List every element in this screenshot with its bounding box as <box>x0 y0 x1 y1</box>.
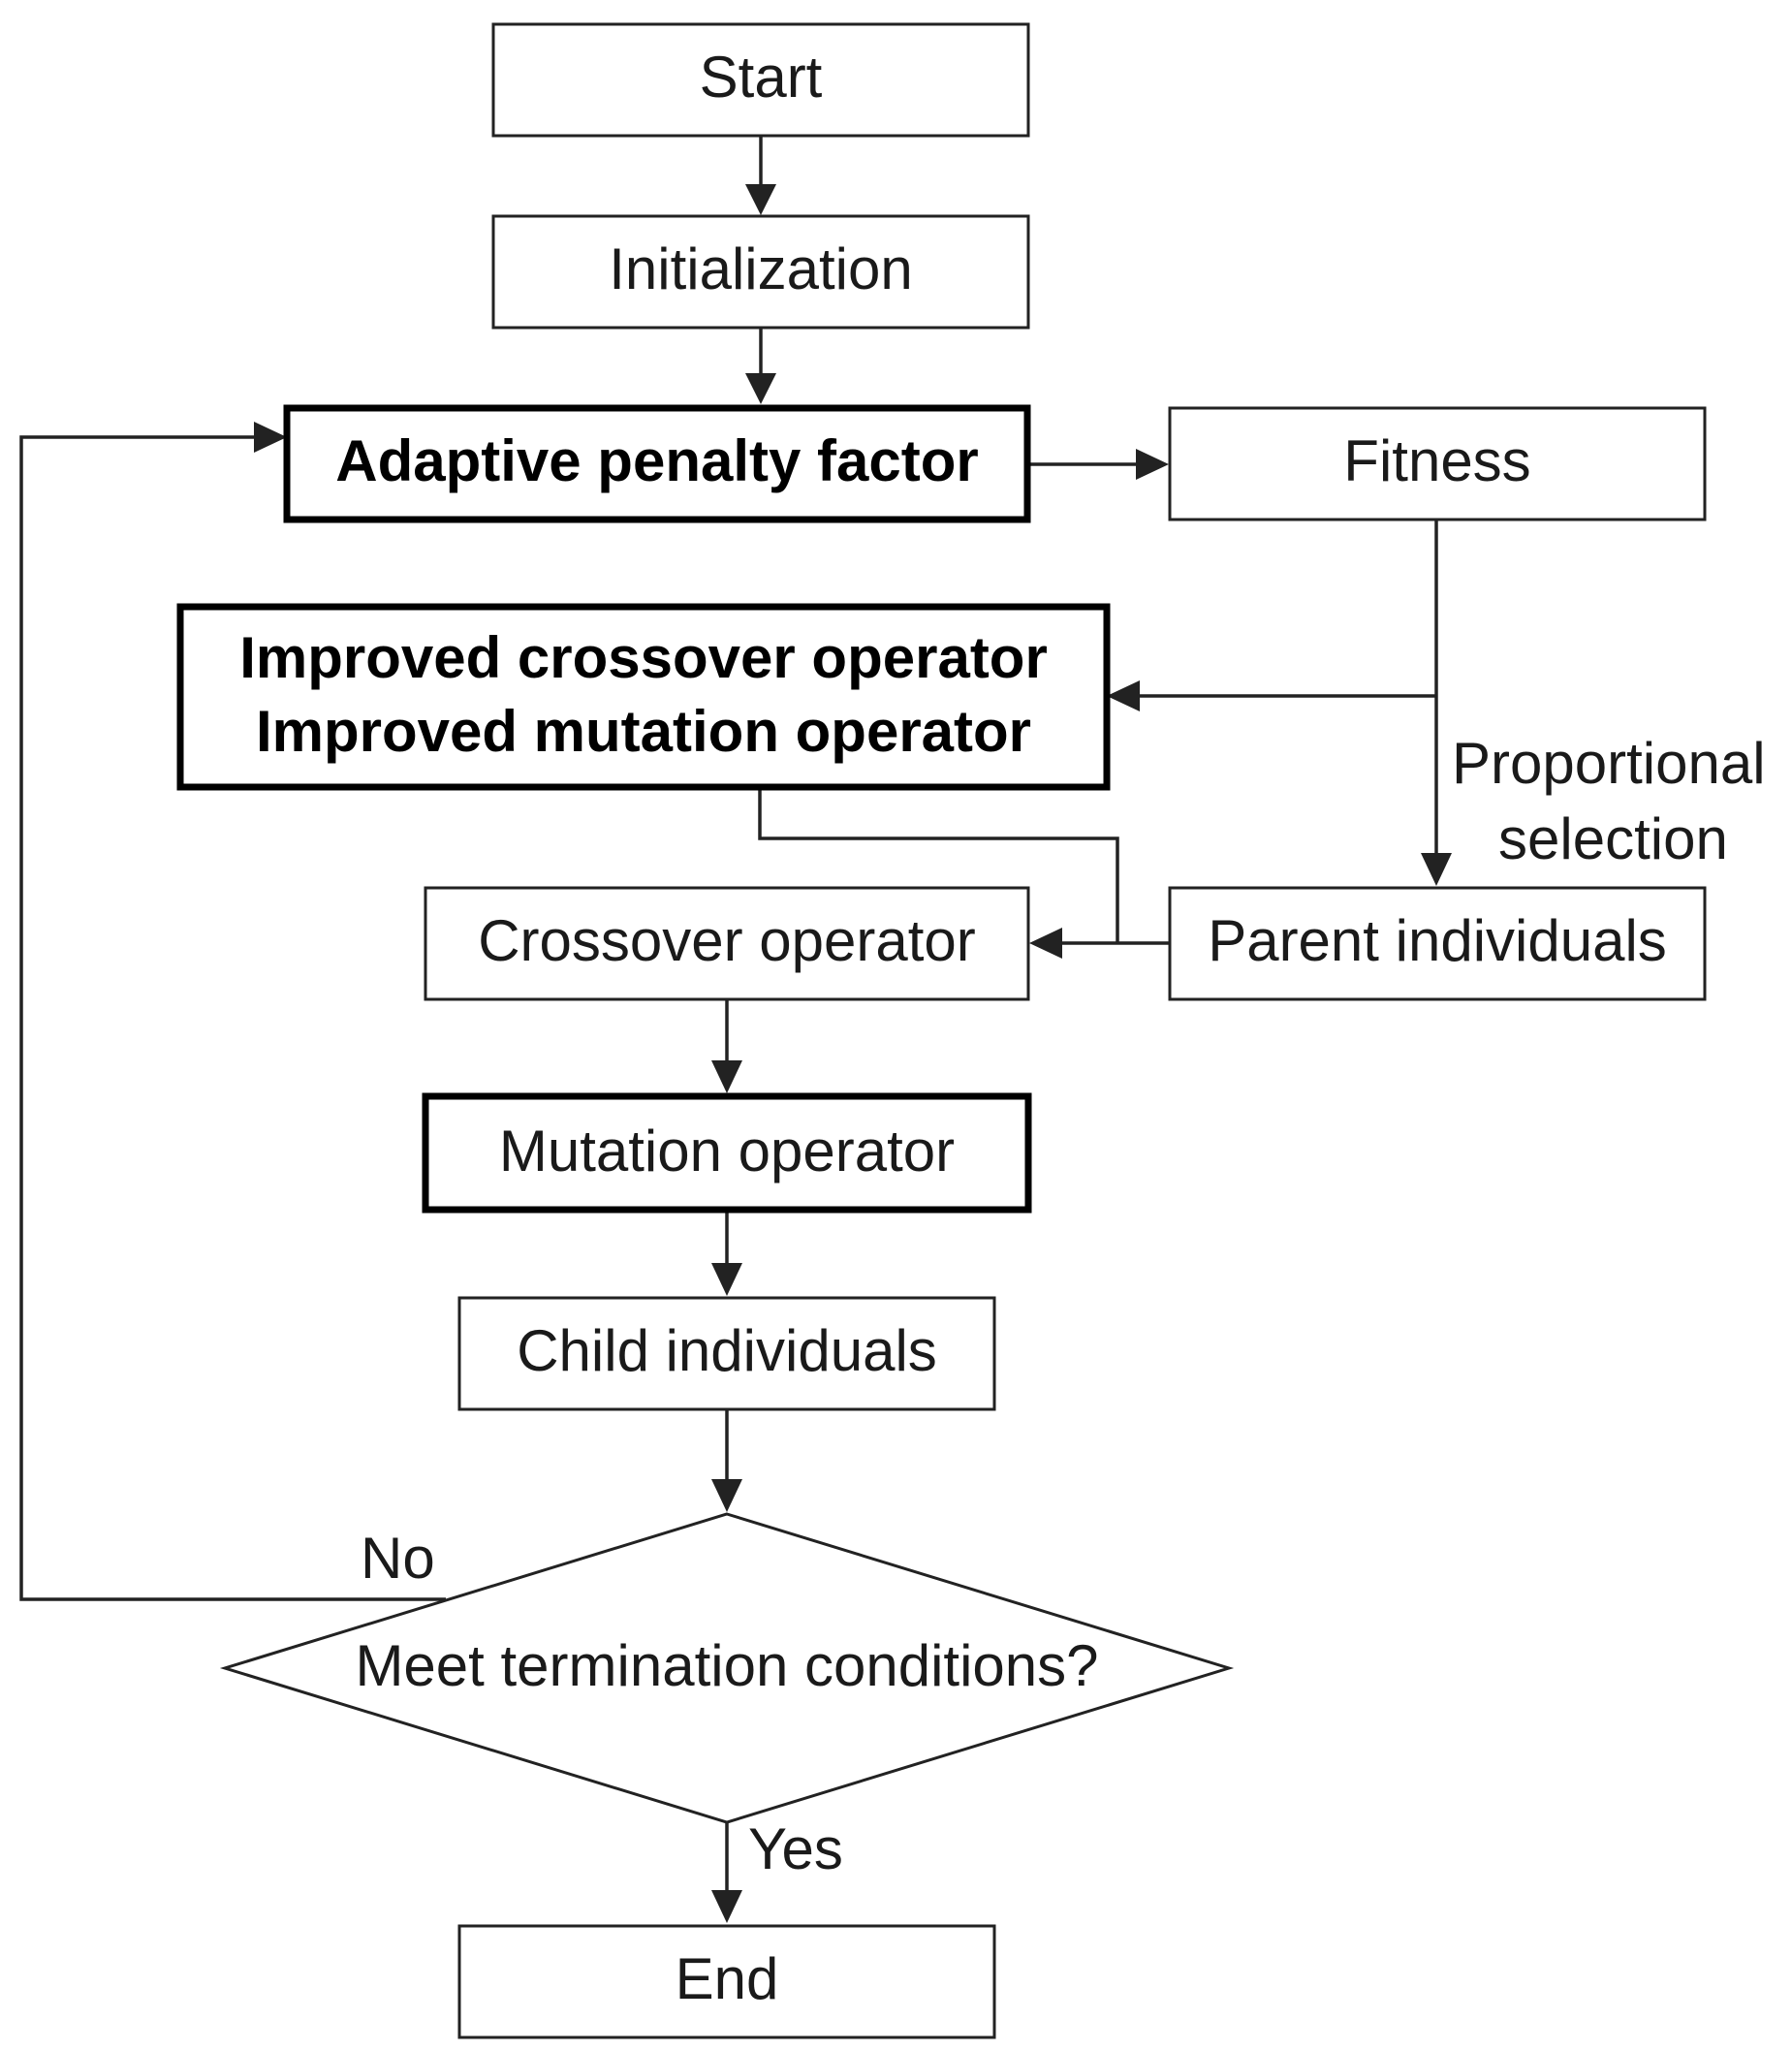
end-node <box>457 1924 996 2039</box>
start-label: Start <box>700 45 823 110</box>
parent-individuals-node <box>1168 886 1707 1001</box>
arrowhead-child <box>711 1263 742 1296</box>
fitness-label: Fitness <box>1343 428 1530 493</box>
parent-individuals-label: Parent individuals <box>1208 908 1667 973</box>
termination-decision-label: Meet termination conditions? <box>355 1633 1098 1698</box>
crossover-operator-node <box>424 886 1030 1001</box>
child-individuals-node <box>457 1296 996 1411</box>
arrowhead-decision <box>711 1479 742 1512</box>
arrowhead-improved-operators <box>1107 680 1140 711</box>
start-node <box>491 22 1030 138</box>
arrowhead-parent <box>1421 853 1452 886</box>
improved-operators-node <box>176 603 1111 791</box>
improved-crossover-label: Improved crossover operator <box>239 625 1048 690</box>
arrowhead-crossover <box>1029 928 1062 959</box>
initialization-label: Initialization <box>609 237 913 301</box>
mutation-operator-node <box>422 1092 1032 1214</box>
edge-improved-operators-to-crossover <box>758 787 1119 943</box>
proportional-selection-label-line2: selection <box>1498 806 1728 871</box>
termination-decision-node <box>219 1512 1235 1824</box>
no-label: No <box>361 1526 435 1591</box>
crossover-operator-label: Crossover operator <box>478 908 976 973</box>
adaptive-penalty-node <box>283 404 1031 523</box>
edge-decision-no-loop <box>19 435 446 1601</box>
fitness-node <box>1168 406 1707 521</box>
child-individuals-label: Child individuals <box>517 1318 937 1383</box>
proportional-selection-label-line1: Proportional <box>1452 731 1766 796</box>
arrowhead-initialization <box>745 184 776 215</box>
arrowhead-no-loop <box>254 422 287 453</box>
arrowhead-end <box>711 1890 742 1923</box>
end-label: End <box>676 1946 779 2011</box>
mutation-operator-label: Mutation operator <box>499 1119 955 1183</box>
arrowhead-fitness <box>1136 449 1169 480</box>
initialization-node <box>491 214 1030 330</box>
improved-mutation-label: Improved mutation operator <box>256 699 1031 764</box>
adaptive-penalty-label: Adaptive penalty factor <box>335 428 979 493</box>
yes-label: Yes <box>748 1816 843 1881</box>
arrowhead-adaptive <box>745 373 776 404</box>
arrowhead-mutation <box>711 1060 742 1093</box>
